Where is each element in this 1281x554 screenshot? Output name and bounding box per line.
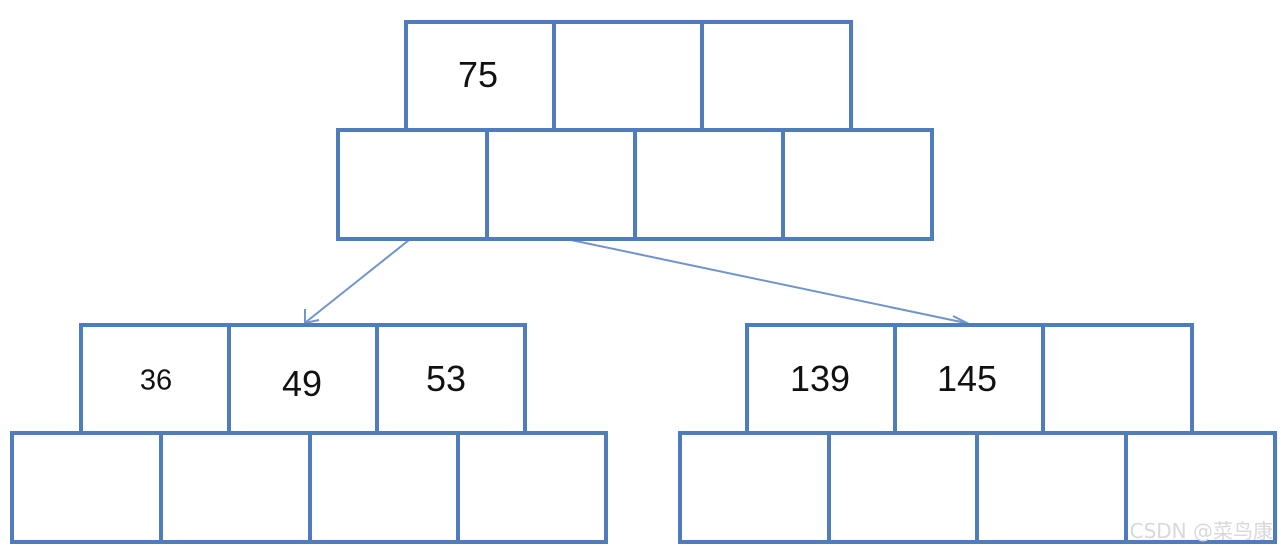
left-pointer-cell-4: [456, 431, 608, 544]
right-key-1: 139: [789, 358, 851, 399]
root-key-cell-1: [404, 20, 556, 132]
left-pointer-cell-2: [159, 431, 312, 544]
root-pointer-cell-3: [633, 128, 785, 241]
right-key-cell-3: [1041, 323, 1194, 435]
left-key-1: 36: [139, 364, 173, 397]
left-pointer-cell-1: [10, 431, 163, 544]
left-pointer-cell-3: [308, 431, 460, 544]
left-key-3: 53: [425, 358, 467, 399]
right-pointer-cell-1: [678, 431, 831, 544]
root-pointer-cell-2: [485, 128, 637, 241]
root-pointer-cell-4: [781, 128, 934, 241]
right-key-2: 145: [936, 358, 998, 399]
left-key-cell-1: [79, 323, 231, 435]
left-key-2: 49: [281, 363, 323, 404]
right-pointer-cell-2: [827, 431, 979, 544]
right-pointer-cell-4: [1124, 431, 1277, 544]
root-key-1: 75: [457, 54, 499, 95]
root-key-cell-2: [552, 20, 704, 132]
edge-root-to-left-child: [305, 239, 410, 323]
edge-root-to-right-child: [570, 239, 967, 324]
right-pointer-cell-3: [975, 431, 1128, 544]
watermark: CSDN @菜鸟康: [1129, 519, 1273, 543]
root-pointer-cell-1: [336, 128, 489, 241]
root-key-cell-3: [700, 20, 853, 132]
left-key-cell-3: [375, 323, 527, 435]
